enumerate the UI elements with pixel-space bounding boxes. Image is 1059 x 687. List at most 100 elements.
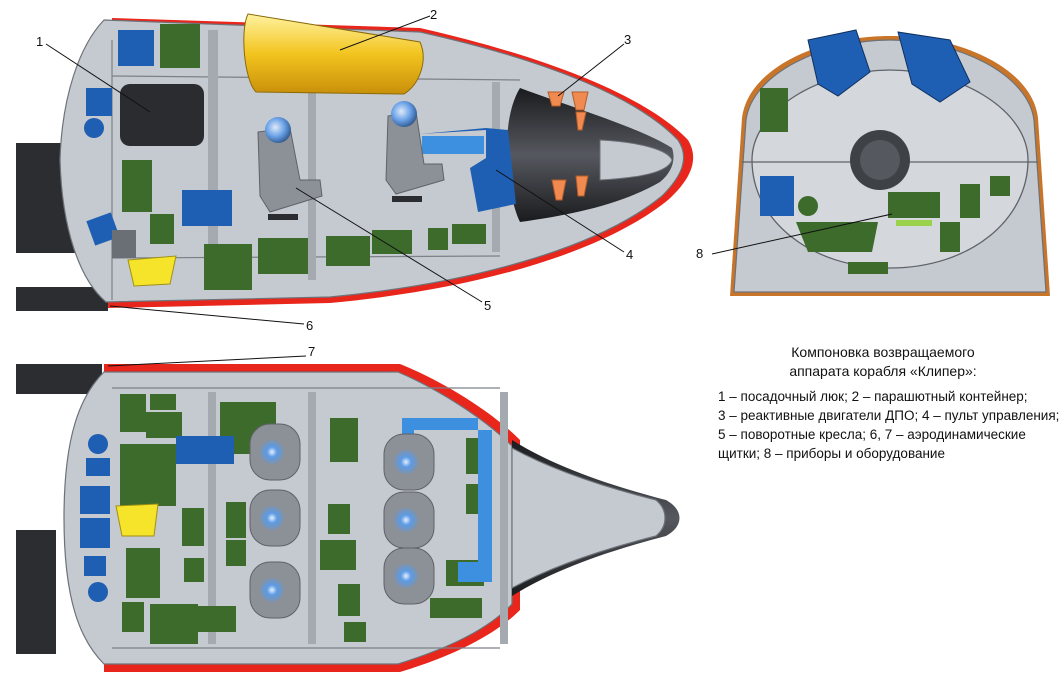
- crew-seat: [257, 117, 323, 220]
- top-bulkhead: [208, 392, 216, 644]
- callout-7: 7: [308, 344, 315, 359]
- front-equipment-lightgreen: [896, 220, 932, 226]
- top-seat: [383, 433, 435, 491]
- side-equipment-green: [372, 230, 412, 254]
- callout-labels: 1 2 3 4 5 6 7 8: [36, 7, 703, 359]
- top-equipment-green: [430, 598, 482, 618]
- side-equipment-blue: [86, 212, 120, 246]
- callout-lines: [45, 15, 893, 367]
- side-equipment-blue: [118, 30, 154, 66]
- top-equipment-green: [344, 622, 366, 642]
- top-equipment-green: [330, 418, 358, 462]
- callout-line-2: [339, 15, 431, 51]
- front-view: [730, 29, 1050, 296]
- callout-1: 1: [36, 34, 43, 49]
- side-equipment-green: [452, 224, 486, 244]
- control-panel: [420, 128, 516, 212]
- legend-caption: Компоновка возвращаемого аппарата корабл…: [718, 343, 1059, 463]
- caption-title-line: аппарата корабля «Клипер»:: [789, 363, 977, 379]
- top-equipment-blue: [80, 518, 110, 548]
- landing-hatch: [120, 84, 204, 146]
- top-control-panel: [478, 430, 492, 562]
- parachute-container: [243, 13, 424, 95]
- top-equipment-green: [150, 394, 176, 410]
- front-seat-left: [807, 29, 871, 97]
- callout-line-7: [107, 355, 307, 367]
- front-equipment-green: [760, 88, 788, 132]
- side-nose-tip: [599, 139, 673, 181]
- side-equipment-green: [428, 228, 448, 250]
- top-equipment-green: [146, 412, 182, 438]
- callout-8: 8: [696, 246, 703, 261]
- top-equipment-blue: [80, 486, 110, 514]
- top-rear-flap: [16, 364, 102, 394]
- callout-line-8: [711, 213, 893, 255]
- top-equipment-green: [226, 540, 246, 566]
- side-rear-flap-lower: [16, 287, 108, 311]
- control-panel-screen: [422, 136, 484, 154]
- caption-title-line: Компоновка возвращаемого: [791, 344, 975, 360]
- caption-title: Компоновка возвращаемого аппарата корабл…: [718, 343, 1048, 381]
- side-equipment-blue: [182, 190, 232, 226]
- top-yellow-canister: [115, 503, 159, 537]
- top-equipment-green: [196, 606, 236, 632]
- top-bulkhead: [308, 392, 316, 644]
- top-equipment-green: [122, 602, 144, 632]
- top-equipment-green: [120, 394, 146, 432]
- front-equipment-green: [940, 222, 960, 252]
- top-equipment-green: [226, 502, 246, 538]
- legend-line: 3 – реактивные двигатели ДПО; 4 – пульт …: [718, 408, 1059, 423]
- callout-line-1: [45, 43, 151, 113]
- side-tank-blue: [84, 118, 104, 138]
- side-battery-stack: [122, 160, 152, 212]
- callout-line-4: [495, 169, 625, 253]
- side-equipment-green: [204, 244, 252, 290]
- callout-3: 3: [624, 32, 631, 47]
- top-equipment-blue: [84, 556, 106, 576]
- side-equipment-green: [258, 238, 308, 274]
- top-equipment-green: [120, 444, 176, 506]
- callout-5: 5: [484, 298, 491, 313]
- callout-6: 6: [306, 318, 313, 333]
- side-equipment-green: [326, 236, 370, 266]
- side-equipment-green: [160, 24, 200, 68]
- top-bulkhead: [500, 392, 508, 644]
- callout-line-3: [557, 43, 625, 97]
- top-equipment-green: [328, 504, 350, 534]
- dpo-thrusters: [547, 91, 589, 201]
- top-rear-flap: [16, 530, 56, 654]
- front-equipment-green: [798, 196, 818, 216]
- top-tank-blue: [88, 434, 108, 454]
- front-equipment-green: [796, 222, 878, 252]
- top-seat: [249, 489, 301, 547]
- front-equipment-green: [960, 184, 980, 218]
- callout-line-5: [295, 187, 483, 303]
- side-nose-cone: [506, 88, 674, 222]
- side-bulkhead: [208, 30, 218, 282]
- top-tank-blue: [88, 582, 108, 602]
- callout-2: 2: [430, 7, 437, 22]
- top-equipment-green: [182, 508, 204, 546]
- top-control-panel: [458, 562, 492, 582]
- top-seat: [249, 561, 301, 619]
- legend-line: 5 – поворотные кресла; 6, 7 – аэродинами…: [718, 427, 1026, 442]
- crew-seat: [385, 101, 445, 202]
- callout-4: 4: [626, 247, 633, 262]
- top-equipment-green: [338, 584, 360, 616]
- top-nose-shell: [511, 446, 666, 590]
- front-central-hatch-inner: [860, 140, 900, 180]
- side-equipment-blue: [86, 88, 112, 116]
- side-yellow-canister: [127, 255, 177, 287]
- top-equipment-green: [320, 540, 356, 570]
- front-equipment-green: [848, 262, 888, 274]
- legend-line: 1 – посадочный люк; 2 – парашютный конте…: [718, 389, 1028, 404]
- top-view: [16, 364, 680, 672]
- front-seat-right: [897, 31, 971, 103]
- top-seat: [249, 423, 301, 481]
- front-equipment-green: [888, 192, 940, 218]
- top-seat: [383, 547, 435, 605]
- front-equipment-green: [990, 176, 1010, 196]
- side-view: [16, 13, 694, 311]
- top-equipment-green: [150, 604, 198, 644]
